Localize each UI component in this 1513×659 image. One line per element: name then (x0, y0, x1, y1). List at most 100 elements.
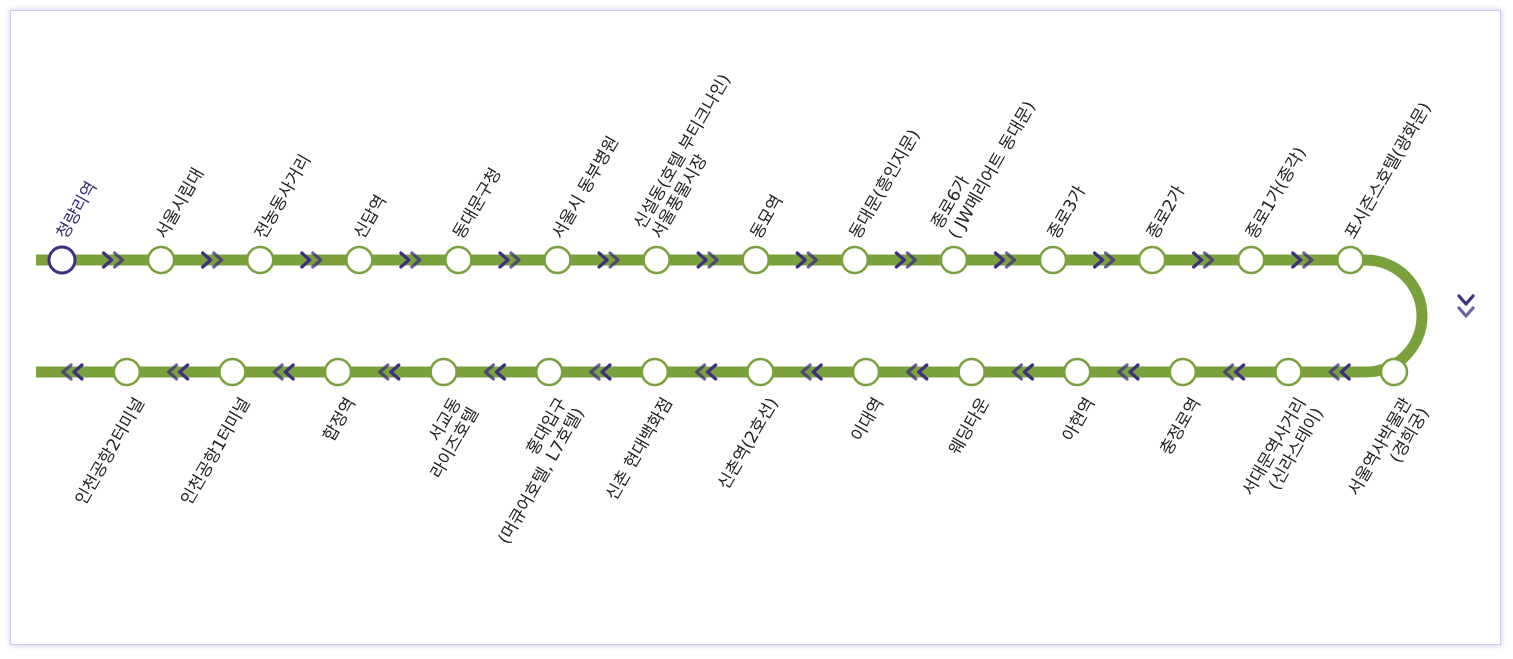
chevron-right-icon (906, 363, 918, 381)
direction-arrow-back (1223, 363, 1246, 381)
chevron-down-icon (1457, 306, 1475, 318)
station-label-bottom_row-7: 신촌 현대백화점 (602, 395, 677, 504)
chevron-right-icon (494, 363, 506, 381)
station-bottom (851, 357, 881, 387)
station-top (444, 245, 473, 275)
station-label-top_row-1: 서울시립대 (152, 165, 208, 243)
chevron-right-icon (597, 251, 609, 269)
chevron-right-icon (707, 251, 719, 269)
chevron-right-icon (800, 363, 812, 381)
station-bottom (218, 357, 247, 387)
chevron-right-icon (1011, 363, 1023, 381)
station-label-bottom_row-10: 합정역 (320, 395, 361, 446)
direction-arrow-back (1117, 363, 1140, 381)
direction-arrow-forward (1092, 251, 1116, 269)
direction-arrow-back (1011, 363, 1034, 381)
chevron-right-icon (1092, 251, 1105, 269)
station-bottom (1379, 357, 1409, 387)
station-top (345, 245, 374, 275)
direction-arrow-back (378, 363, 401, 381)
station-label-top_row-2: 전농동사거리 (251, 151, 315, 242)
direction-arrow-forward (894, 251, 917, 269)
station-bottom (323, 357, 353, 387)
station-label-top_row-4: 동대문구청 (449, 165, 505, 243)
direction-arrow-back (695, 363, 718, 381)
direction-arrow-down (1457, 294, 1475, 318)
chevron-right-icon (589, 363, 601, 381)
station-bottom (1168, 357, 1198, 387)
route-line (36, 254, 1428, 378)
station-top (642, 245, 671, 275)
chevron-right-icon (178, 363, 190, 381)
station-top (146, 245, 176, 275)
chevron-right-icon (498, 251, 510, 269)
station-label-top_row-3: 신답역 (350, 192, 391, 243)
chevron-right-icon (201, 251, 213, 269)
chevron-right-icon (1328, 363, 1340, 381)
station-top (840, 245, 870, 275)
direction-arrow-forward (993, 251, 1017, 269)
chevron-right-icon (410, 251, 422, 269)
chevron-right-icon (61, 363, 73, 381)
chevron-right-icon (1223, 363, 1235, 381)
chevron-right-icon (993, 251, 1006, 269)
direction-arrow-back (589, 363, 612, 381)
chevron-right-icon (1192, 251, 1204, 269)
chevron-right-icon (378, 363, 390, 381)
direction-arrow-forward (399, 251, 422, 269)
chevron-right-icon (608, 251, 620, 269)
route-map-frame (10, 10, 1501, 645)
station-label-bottom_row-9: 서교동라이즈호텔 (410, 395, 484, 483)
route-line-path (36, 254, 1428, 378)
chevron-right-icon (399, 251, 411, 269)
chevron-right-icon (300, 251, 312, 269)
stations (47, 245, 1409, 387)
chevron-right-icon (112, 251, 125, 269)
station-label-bottom_row-0: 서울역사박물관(경희궁) (1344, 395, 1433, 510)
station-label-top_row-8: 동대문(흥인지문) (846, 126, 925, 242)
station-bottom (957, 357, 986, 387)
station-top (1336, 245, 1365, 275)
station-top (939, 245, 969, 275)
chevron-right-icon (1291, 251, 1303, 269)
station-bottom (1062, 357, 1092, 387)
chevron-right-icon (695, 363, 707, 381)
direction-arrow-forward (597, 251, 620, 269)
station-bottom (746, 357, 775, 387)
station-bottom (429, 357, 458, 387)
chevron-right-icon (167, 363, 179, 381)
chevron-right-icon (795, 251, 807, 269)
chevron-right-icon (1203, 251, 1215, 269)
station-label-top_row-0: 청량리역 (53, 178, 102, 242)
direction-arrow-forward (201, 251, 224, 269)
station-bottom (1274, 357, 1303, 387)
chevron-down-icon (1457, 294, 1475, 306)
direction-arrow-back (800, 363, 823, 381)
station-top (1038, 245, 1068, 275)
station-label-bottom_row-8: 홍대입구(머큐어호텔, L7호텔) (477, 395, 589, 548)
station-start (47, 245, 77, 275)
station-top (543, 245, 572, 275)
chevron-right-icon (1128, 363, 1140, 381)
direction-arrow-forward (696, 251, 719, 269)
direction-arrow-back (906, 363, 929, 381)
direction-arrows (61, 251, 1475, 381)
direction-arrow-back (167, 363, 190, 381)
chevron-right-icon (483, 363, 495, 381)
chevron-right-icon (1302, 251, 1314, 269)
station-top (1137, 245, 1167, 275)
direction-arrow-forward (101, 251, 125, 269)
chevron-right-icon (272, 363, 284, 381)
chevron-right-icon (1234, 363, 1246, 381)
chevron-right-icon (806, 251, 818, 269)
station-label-bottom_row-6: 신촌역(2호선) (714, 395, 782, 494)
station-label-bottom_row-1: 서대문역사거리(신라스테이) (1239, 395, 1328, 510)
direction-arrow-forward (1192, 251, 1215, 269)
station-top (1236, 245, 1266, 275)
chevron-right-icon (696, 251, 708, 269)
station-label-top_row-6: 신설동(호텔 부티크나인)서울풍물시장 (630, 71, 752, 243)
chevron-right-icon (389, 363, 401, 381)
station-bottom (640, 357, 670, 387)
